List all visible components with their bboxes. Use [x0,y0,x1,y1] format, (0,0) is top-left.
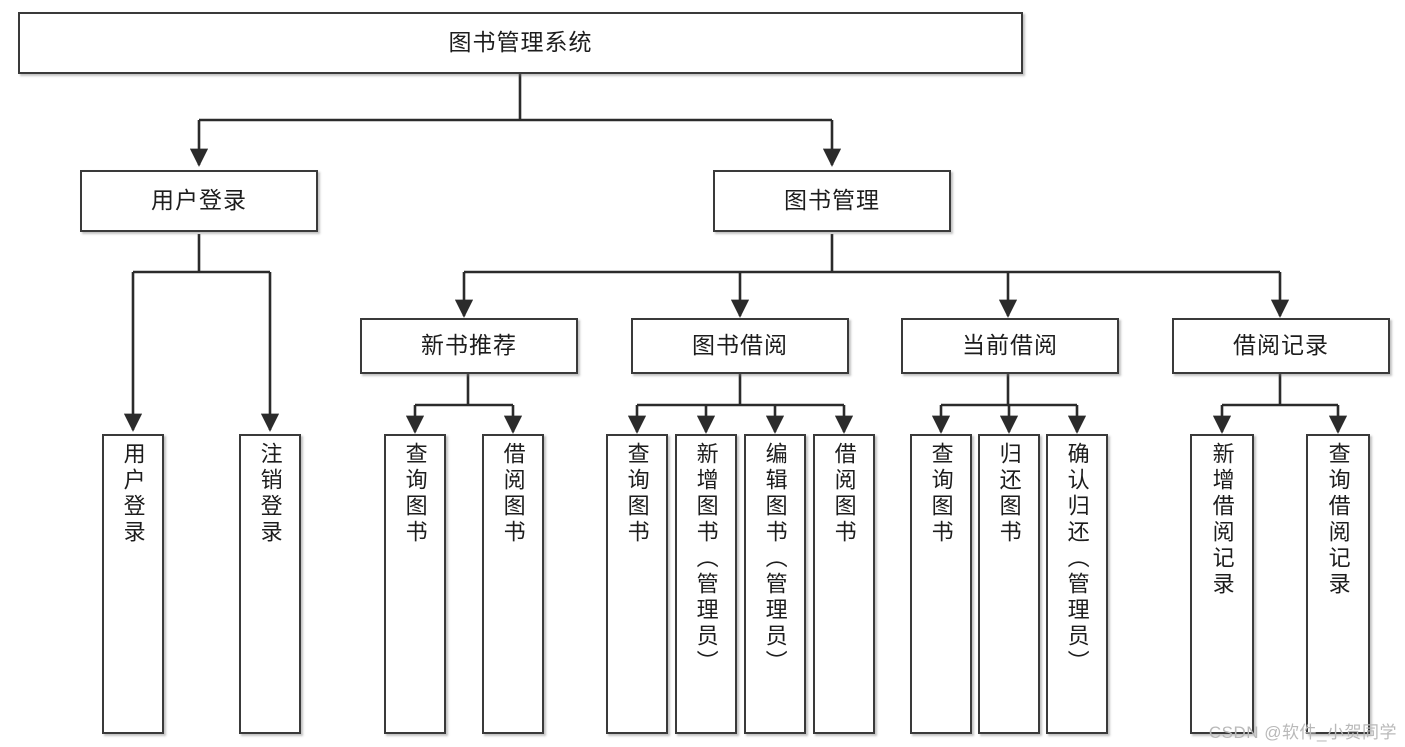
node-label-user-login: 用户登录 [151,187,247,214]
node-root-system[interactable]: 图书管理系统 [18,12,1023,74]
leaf-label-borrow-edit-book: 编辑图书（管理员） [762,442,788,676]
node-label-root: 图书管理系统 [448,29,593,56]
node-new-book-recommend[interactable]: 新书推荐 [360,318,578,374]
leaf-label-newbook-query-book: 查询图书 [402,442,428,546]
leaf-newbook-borrow-book[interactable]: 借阅图书 [482,434,544,734]
leaf-current-confirm-return[interactable]: 确认归还（管理员） [1046,434,1108,734]
node-label-borrow-record: 借阅记录 [1233,332,1329,359]
leaf-user-login[interactable]: 用户登录 [102,434,164,734]
csdn-watermark: CSDN @软件_小贺同学 [1208,723,1397,742]
leaf-borrow-add-book[interactable]: 新增图书（管理员） [675,434,737,734]
node-label-new-book-recommend: 新书推荐 [421,332,517,359]
node-book-borrow[interactable]: 图书借阅 [631,318,849,374]
leaf-borrow-query-book[interactable]: 查询图书 [606,434,668,734]
leaf-label-record-add-record: 新增借阅记录 [1209,442,1235,598]
leaf-label-borrow-query-book: 查询图书 [624,442,650,546]
leaf-label-borrow-borrow-book: 借阅图书 [831,442,857,546]
leaf-record-add-record[interactable]: 新增借阅记录 [1190,434,1254,734]
leaf-logout[interactable]: 注销登录 [239,434,301,734]
node-label-book-borrow: 图书借阅 [692,332,788,359]
leaf-newbook-query-book[interactable]: 查询图书 [384,434,446,734]
leaf-record-query-record[interactable]: 查询借阅记录 [1306,434,1370,734]
leaf-borrow-edit-book[interactable]: 编辑图书（管理员） [744,434,806,734]
leaf-label-newbook-borrow-book: 借阅图书 [500,442,526,546]
leaf-borrow-borrow-book[interactable]: 借阅图书 [813,434,875,734]
node-current-borrow[interactable]: 当前借阅 [901,318,1119,374]
node-label-current-borrow: 当前借阅 [962,332,1058,359]
leaf-current-query-book[interactable]: 查询图书 [910,434,972,734]
leaf-label-logout: 注销登录 [257,442,283,546]
leaf-label-record-query-record: 查询借阅记录 [1325,442,1351,598]
leaf-label-current-confirm-return: 确认归还（管理员） [1064,442,1090,676]
leaf-current-return-book[interactable]: 归还图书 [978,434,1040,734]
leaf-label-current-query-book: 查询图书 [928,442,954,546]
node-borrow-record[interactable]: 借阅记录 [1172,318,1390,374]
node-label-book-management: 图书管理 [784,187,880,214]
node-book-management[interactable]: 图书管理 [713,170,951,232]
node-user-login[interactable]: 用户登录 [80,170,318,232]
leaf-label-current-return-book: 归还图书 [996,442,1022,546]
leaf-label-user-login: 用户登录 [120,442,146,546]
leaf-label-borrow-add-book: 新增图书（管理员） [693,442,719,676]
